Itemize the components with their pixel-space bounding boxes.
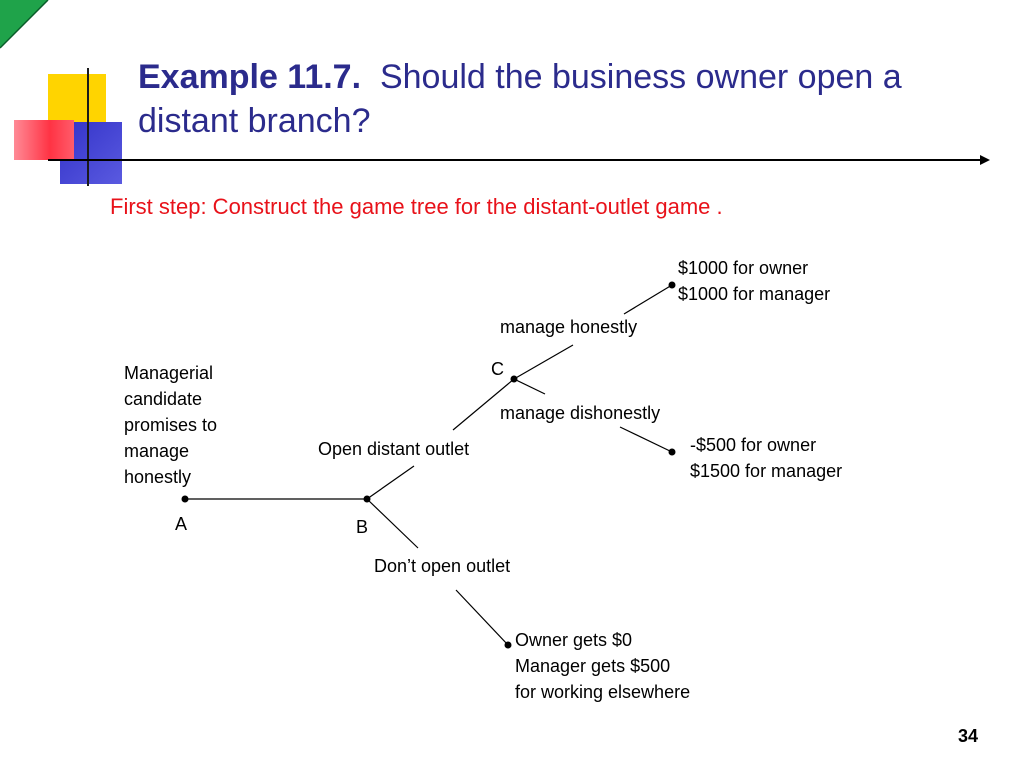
edge-dont-open-lower	[455, 589, 509, 646]
branch-label-open: Open distant outlet	[318, 439, 470, 459]
branch-label-dishonest: manage dishonestly	[500, 403, 661, 423]
payoff-line: $1000 for owner	[678, 258, 809, 278]
node-label-a: A	[175, 514, 188, 534]
payoff-dishonest: -$500 for owner $1500 for manager	[690, 432, 842, 484]
first-step-instruction: First step: Construct the game tree for …	[110, 194, 723, 219]
node-a	[181, 495, 189, 503]
edge-dont-open-upper	[366, 498, 419, 549]
payoff-line: Owner gets $0	[515, 630, 633, 650]
terminal-node-honest	[668, 281, 676, 289]
payoff-line: for working elsewhere	[515, 682, 691, 702]
edge-open-upper	[452, 378, 515, 431]
terminal-node-dont-open	[504, 641, 512, 649]
note-line: manage	[124, 441, 190, 461]
edge-dishonest-lower	[619, 426, 673, 453]
title-divider-arrow	[48, 155, 990, 165]
node-c	[510, 375, 518, 383]
payoff-dont-open: Owner gets $0 Manager gets $500 for work…	[515, 627, 690, 705]
payoff-line: -$500 for owner	[690, 435, 817, 455]
edge-honest-upper	[623, 284, 673, 315]
note-line: promises to	[124, 415, 218, 435]
payoff-line: Manager gets $500	[515, 656, 671, 676]
payoff-honest: $1000 for owner $1000 for manager	[678, 255, 830, 307]
page-number: 34	[958, 726, 979, 746]
node-b	[363, 495, 371, 503]
terminal-node-dishonest	[668, 448, 676, 456]
node-label-b: B	[356, 517, 369, 537]
title-question: Should the business owner open a distant…	[138, 58, 902, 140]
payoff-line: $1500 for manager	[690, 461, 843, 481]
corner-triangle	[0, 0, 49, 49]
slide-title: Example 11.7. Should the business owner …	[138, 55, 998, 143]
note-line: Managerial	[124, 363, 214, 383]
title-example-number: Example 11.7.	[138, 58, 362, 96]
edge-honest-lower	[513, 344, 574, 380]
branch-label-dont-open: Don’t open outlet	[374, 556, 511, 576]
payoff-line: $1000 for manager	[678, 284, 831, 304]
branch-label-honest: manage honestly	[500, 317, 638, 337]
note-line: honestly	[124, 467, 192, 487]
candidate-promise-note: Managerial candidate promises to manage …	[124, 360, 217, 490]
note-line: candidate	[124, 389, 203, 409]
edge-dishonest-upper	[513, 378, 546, 395]
node-label-c: C	[491, 359, 504, 379]
edge-open-lower	[366, 465, 415, 500]
